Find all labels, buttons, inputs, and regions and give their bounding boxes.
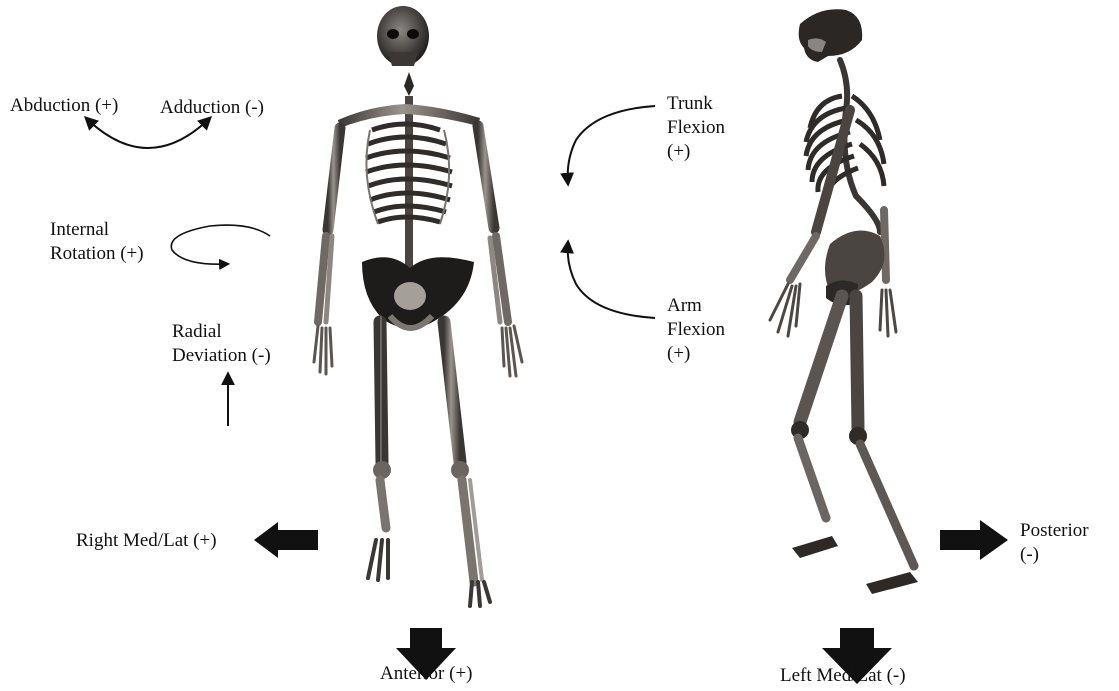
adduction-label: Adduction (-) bbox=[160, 96, 264, 120]
right-medlat-block-arrow bbox=[254, 522, 318, 558]
left-medlat-label: Left Med/Lat (-) bbox=[780, 664, 906, 688]
arm-flexion-arrow bbox=[568, 242, 655, 318]
internal-rotation-label: Internal Rotation (+) bbox=[50, 218, 144, 266]
radial-deviation-label: Radial Deviation (-) bbox=[172, 320, 271, 368]
posterior-label: Posterior (-) bbox=[1020, 519, 1089, 567]
anterior-label: Anterior (+) bbox=[380, 662, 473, 686]
trunk-flexion-arrow bbox=[568, 106, 655, 184]
trunk-flexion-label: Trunk Flexion (+) bbox=[667, 92, 725, 164]
abduction-adduction-arrow bbox=[86, 118, 210, 148]
internal-rotation-arrow bbox=[171, 225, 270, 264]
right-medlat-label: Right Med/Lat (+) bbox=[76, 529, 217, 553]
abduction-label: Abduction (+) bbox=[10, 94, 118, 118]
posterior-block-arrow bbox=[940, 520, 1008, 560]
arm-flexion-label: Arm Flexion (+) bbox=[667, 294, 725, 366]
